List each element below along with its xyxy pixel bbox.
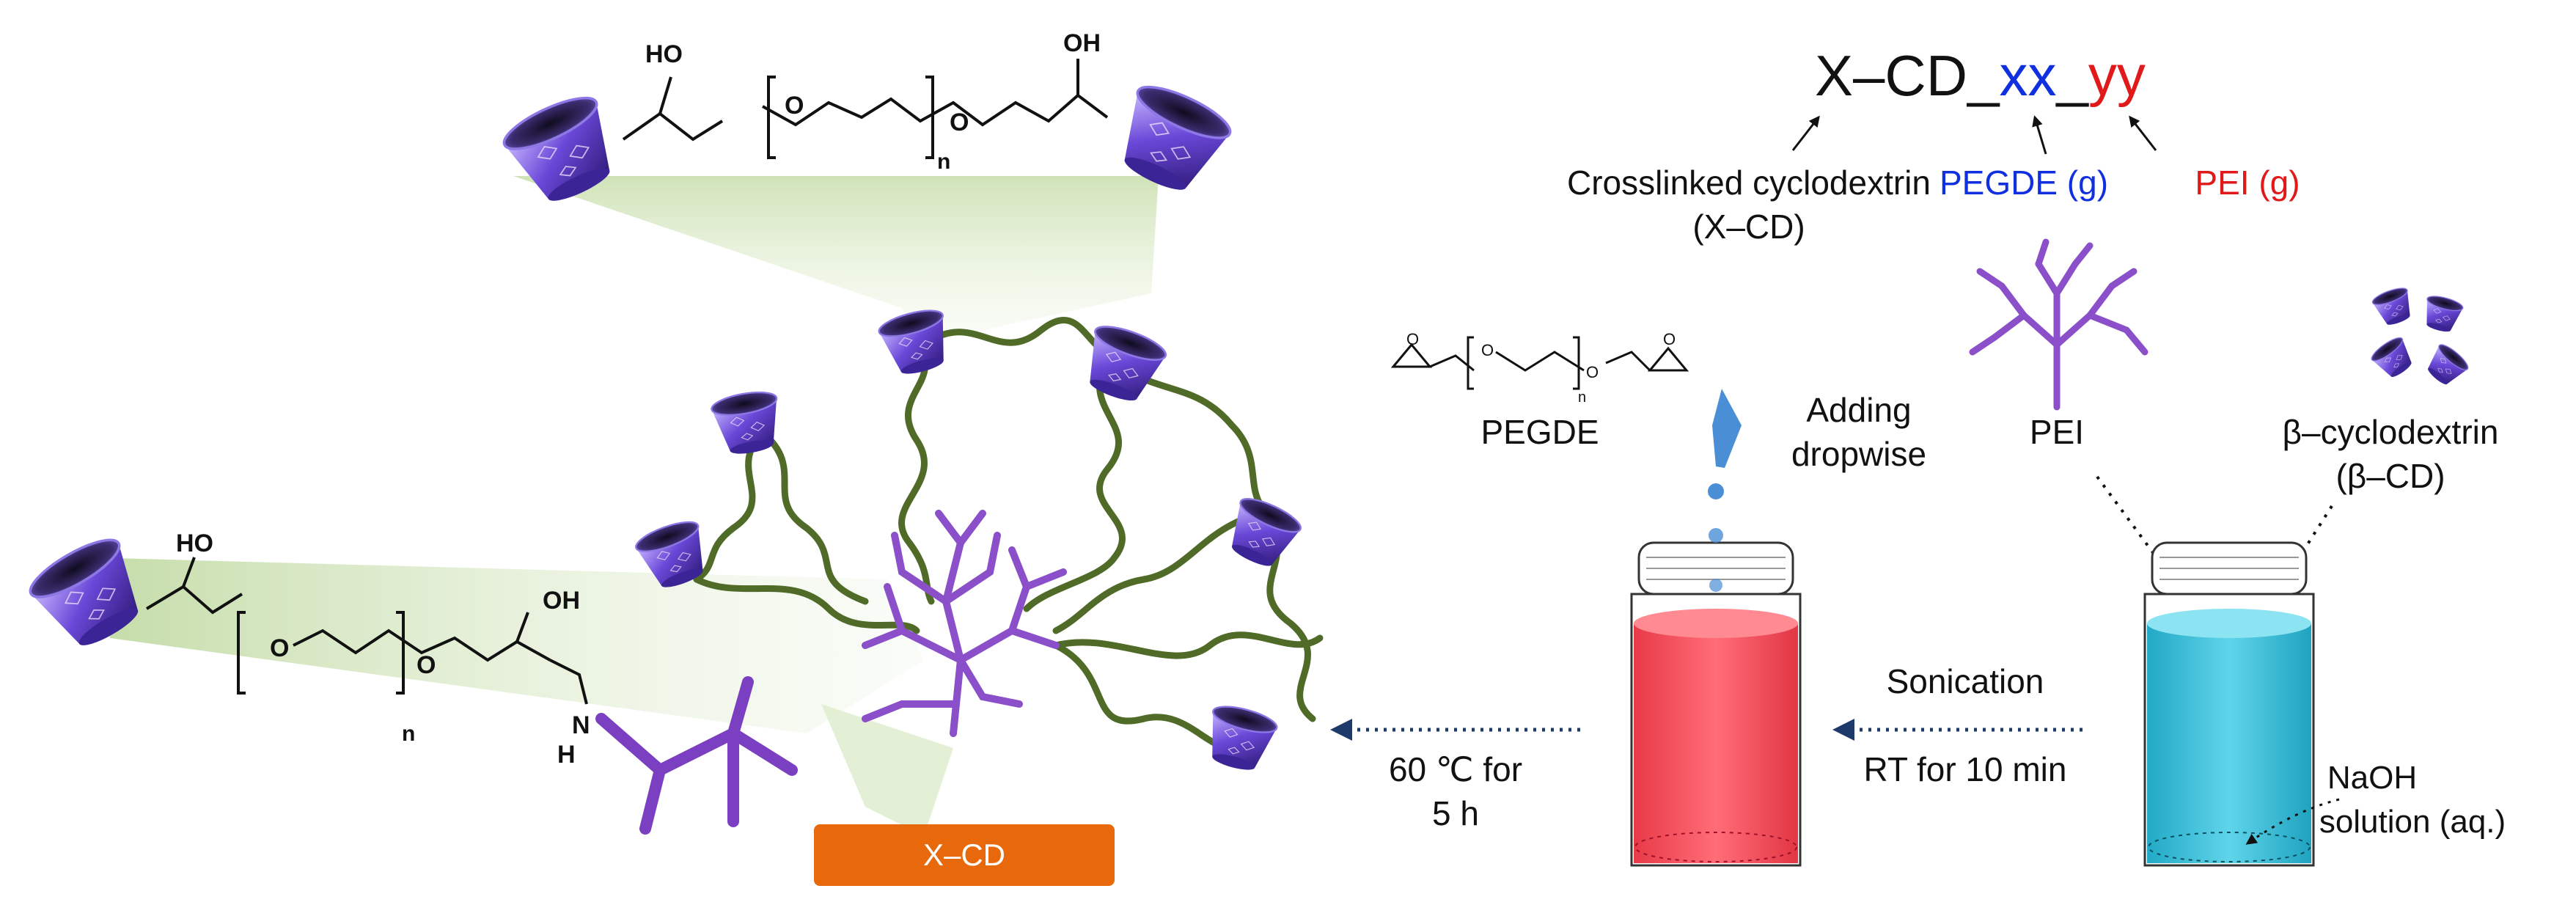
pegde-o-mid: O <box>1481 341 1494 359</box>
pei-g-label: PEI (g) <box>2195 164 2300 202</box>
reaction-vial-red <box>1630 528 1802 867</box>
cd-cup-network-5 <box>1219 491 1306 576</box>
bcd-cup-1 <box>2370 284 2418 329</box>
pei-branched-structure <box>862 510 1067 737</box>
top-zoom-halo <box>513 176 1159 345</box>
arrow-to-xx <box>2032 115 2047 155</box>
naoh-label-line2: solution (aq.) <box>2319 804 2506 840</box>
left-ho-label: HO <box>176 530 213 557</box>
left-zoom-halo <box>88 557 924 733</box>
left-o-label: O <box>270 634 289 662</box>
reaction-vial-cyan <box>2143 541 2315 867</box>
left-amine-n-label: N <box>572 711 590 739</box>
bcd-label-line1: β–cyclodextrin <box>2283 413 2499 451</box>
xcd-network-illustration: HO O O n OH HO O O n OH N H <box>22 29 1324 886</box>
naming-code: X–CD_xx_yy <box>1815 43 2146 108</box>
naming-xx: xx <box>1999 43 2056 108</box>
sonication-label: Sonication <box>1887 662 2044 700</box>
rt-label: RT for 10 min <box>1864 750 2067 788</box>
arrow-to-yy <box>2129 115 2157 151</box>
naming-sep: _ <box>2055 43 2089 108</box>
bcd-label-line2: (β–CD) <box>2335 457 2445 495</box>
top-o-left-label: O <box>785 92 804 120</box>
top-n-label: n <box>937 150 950 174</box>
pei-fragment <box>595 676 798 835</box>
bcd-cup-2 <box>2419 293 2465 336</box>
heating-label-line1: 60 ℃ for <box>1389 750 1522 788</box>
left-oh-label: OH <box>543 587 580 615</box>
pegde-o-left: O <box>1406 330 1419 348</box>
pegde-o-epoxide-right: O <box>1663 330 1676 348</box>
crosslinked-label-line2: (X–CD) <box>1692 208 1805 246</box>
crosslinked-label-line1: Crosslinked cyclodextrin <box>1567 164 1931 202</box>
adding-label-line2: dropwise <box>1791 435 1926 473</box>
heating-label-line2: 5 h <box>1432 794 1479 832</box>
pegde-label: PEGDE <box>1480 413 1599 451</box>
top-chemical-structure <box>622 59 1109 159</box>
product-badge-label: X–CD <box>923 838 1005 872</box>
bottom-zoom-halo <box>821 704 953 836</box>
pegde-n-sub: n <box>1578 389 1586 406</box>
pei-label: PEI <box>2030 413 2084 451</box>
left-n-sub-label: n <box>402 722 415 746</box>
pegde-structure <box>1390 336 1689 390</box>
pegde-g-label: PEGDE (g) <box>1940 164 2108 202</box>
top-oh-label: OH <box>1063 29 1101 57</box>
top-ho-label: HO <box>645 40 683 68</box>
naoh-label-line1: NaOH <box>2327 760 2417 796</box>
left-o2-label: O <box>417 651 436 679</box>
product-badge-bg <box>814 824 1115 886</box>
left-amine-h-label: H <box>557 741 576 769</box>
top-o-right-label: O <box>950 109 969 136</box>
pegde-o-right: O <box>1586 363 1599 381</box>
dropper-icon <box>1708 389 1742 499</box>
naoh-pointer-arrow <box>2245 798 2340 845</box>
left-chemical-structure <box>145 557 588 705</box>
bcd-cup-4 <box>2421 340 2472 391</box>
naming-convention: X–CD_xx_yy Crosslinked cyclodextrin (X–C… <box>1567 43 2300 246</box>
arrow-to-xcd <box>1791 115 1820 151</box>
naming-prefix: X–CD_ <box>1815 43 2000 108</box>
cd-cup-network-2 <box>1075 318 1171 410</box>
adding-label-line1: Adding <box>1806 391 1911 429</box>
naming-yy: yy <box>2088 43 2146 108</box>
pei-icon <box>1969 238 2148 411</box>
bcd-cup-3 <box>2368 333 2419 384</box>
